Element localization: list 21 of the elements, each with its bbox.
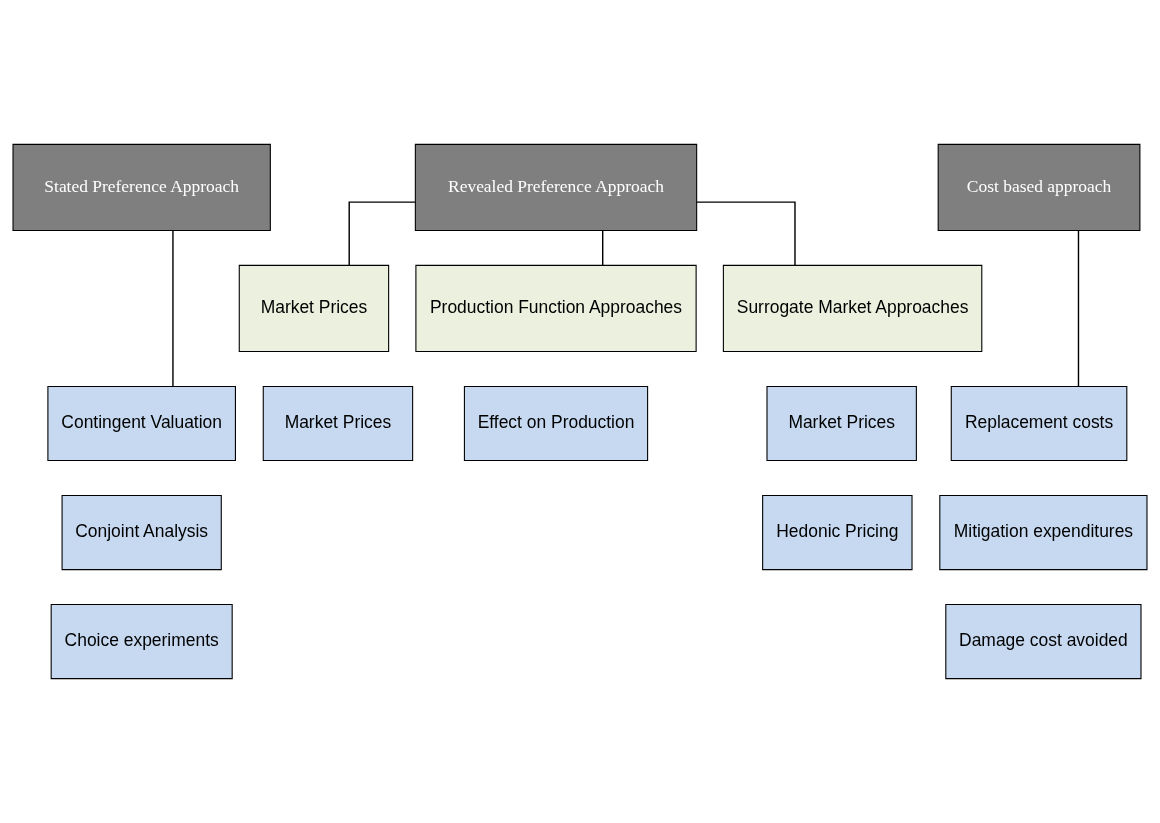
connector [602,230,604,266]
node-box: Market Prices [766,385,917,462]
node-box: Hedonic Pricing [762,494,913,571]
node-box: Production Function Approaches [415,264,697,353]
node-box: Cost based approach [937,143,1141,232]
node-box: Damage cost avoided [945,603,1142,680]
node-box: Surrogate Market Approaches [722,264,983,353]
node-box: Mitigation expenditures [939,494,1148,571]
node-box: Market Prices [262,385,414,462]
node-box: Revealed Preference Approach [414,143,698,232]
connector [172,230,174,387]
node-box: Replacement costs [950,385,1128,462]
node-box: Conjoint Analysis [61,494,222,571]
connector [1077,230,1080,387]
connector [348,201,416,266]
node-box: Effect on Production [463,385,649,462]
connector [696,201,796,266]
node-box: Choice experiments [50,603,233,680]
node-box: Market Prices [238,264,390,353]
node-box: Contingent Valuation [47,385,236,462]
node-box: Stated Preference Approach [12,143,271,232]
